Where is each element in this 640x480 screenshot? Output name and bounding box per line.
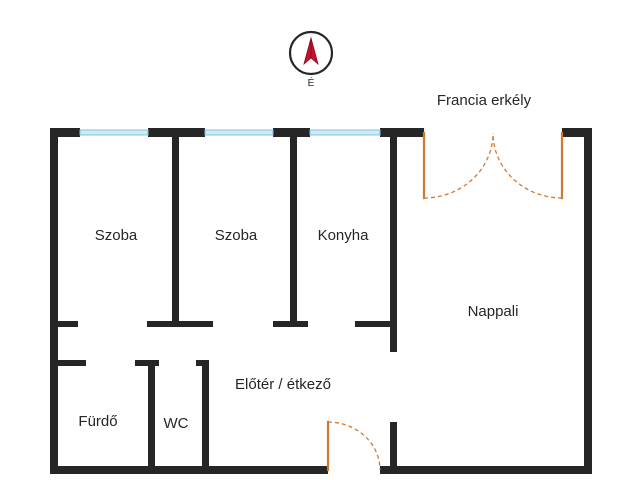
wall-szoba-bottom (147, 321, 213, 327)
room-label-furdo: Fürdő (78, 413, 117, 430)
wall-konyha-nappali (390, 137, 397, 352)
entrance-door (326, 420, 381, 472)
wall-szoba-divider (172, 137, 179, 327)
compass-north-icon: É (288, 30, 334, 89)
wall-top-pier-3 (380, 128, 424, 137)
room-label-konyha: Konyha (318, 227, 370, 244)
wall-szoba-konyha-divider (290, 137, 297, 327)
wall-konyha-bottom (355, 321, 397, 327)
interior-walls (58, 137, 397, 466)
window-konyha (309, 129, 381, 136)
room-label-szoba-2: Szoba (215, 227, 258, 244)
wall-top-right (562, 128, 592, 137)
window-szoba-1 (79, 129, 149, 136)
wall-left (50, 128, 58, 474)
wall-furdo-top (58, 360, 86, 366)
balcony-door-swing-left (423, 132, 494, 199)
wall-top-pier-1 (148, 128, 205, 137)
outer-walls (50, 128, 592, 474)
window-szoba-2 (204, 129, 274, 136)
wall-bottom-left (50, 466, 328, 474)
wall-entry-stub (390, 422, 397, 466)
wall-szoba1-bottom-stub (58, 321, 78, 327)
windows (79, 129, 381, 136)
wall-top-pier-2 (273, 128, 310, 137)
room-label-francia-erkely: Francia erkély (437, 92, 532, 109)
wall-top-left (50, 128, 80, 137)
wall-szoba2-bottom (273, 321, 308, 327)
wall-wc-right (202, 360, 209, 466)
wall-furdo-wc-divider (148, 360, 155, 466)
room-label-eloter: Előtér / étkező (235, 376, 331, 393)
wall-right (584, 128, 592, 474)
compass-label: É (308, 76, 315, 89)
balcony-door-swing-right (492, 132, 563, 199)
wall-bottom-right (380, 466, 592, 474)
wall-wc-top (135, 360, 159, 366)
room-label-nappali: Nappali (468, 303, 519, 320)
entrance-door-swing (327, 421, 381, 471)
balcony-door (422, 131, 564, 200)
room-label-szoba-1: Szoba (95, 227, 138, 244)
room-label-wc: WC (164, 415, 189, 432)
